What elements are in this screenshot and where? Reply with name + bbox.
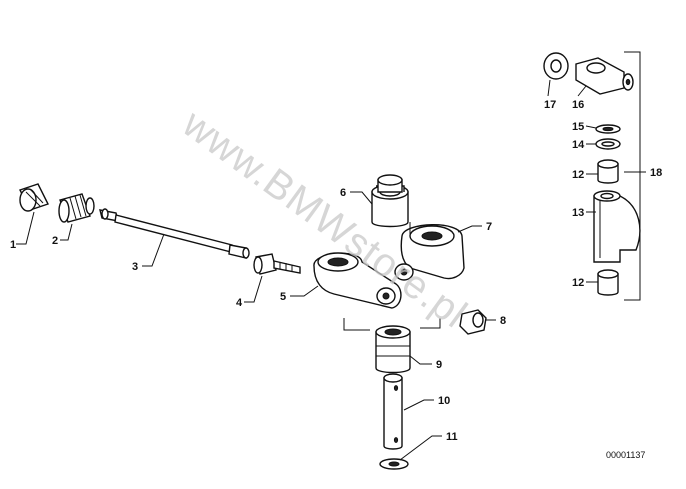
callout-4: 4 [236,297,243,309]
callout-6: 6 [340,187,346,199]
part-10-pin[interactable] [383,373,403,450]
part-18-bracket-line [624,51,646,301]
part-15-washer[interactable] [595,124,621,134]
part-17-washer[interactable] [543,52,569,80]
part-9-rubber-bushing[interactable] [375,325,411,374]
callout-8: 8 [500,315,506,327]
callout-5: 5 [280,291,286,303]
watermark-text: www.BMWstore.pl [174,101,475,337]
part-6-bushing[interactable] [371,174,409,228]
part-14-seal-ring[interactable] [595,138,621,150]
part-12-lower-bearing[interactable] [597,269,619,296]
part-5-lever-arm[interactable] [313,252,402,309]
part-3-linkage-rod[interactable] [99,208,250,259]
callout-13: 13 [572,207,584,219]
part-12-upper-bearing[interactable] [597,159,619,184]
callout-leaders [16,79,598,461]
callout-11: 11 [446,431,458,443]
part-13-bearing-housing[interactable] [593,190,641,263]
callout-2: 2 [52,235,58,247]
part-11-washer[interactable] [379,458,409,470]
callout-10: 10 [438,395,450,407]
part-7-lever-arm[interactable] [394,224,465,281]
part-16-clamp-head[interactable] [575,57,634,95]
callout-17: 17 [544,99,556,111]
callout-15: 15 [572,121,584,133]
part-4-bolt[interactable] [253,253,301,275]
part-8-nut[interactable] [459,309,487,335]
callout-16: 16 [572,99,584,111]
callout-3: 3 [132,261,138,273]
callout-labels: 1 2 3 4 5 6 7 8 9 10 11 12 13 12 14 15 1… [10,99,662,443]
part-1-ball-socket[interactable] [19,183,49,212]
part-2-ribbed-sleeve[interactable] [58,193,95,223]
callout-12-lower: 12 [572,277,584,289]
callout-12-upper: 12 [572,169,584,181]
drawing-number: 00001137 [606,450,645,460]
callout-1: 1 [10,239,16,251]
callout-14: 14 [572,139,585,151]
callout-7: 7 [486,221,492,233]
callout-9: 9 [436,359,442,371]
assembly-guide-lines [343,222,441,331]
callout-18: 18 [650,167,662,179]
